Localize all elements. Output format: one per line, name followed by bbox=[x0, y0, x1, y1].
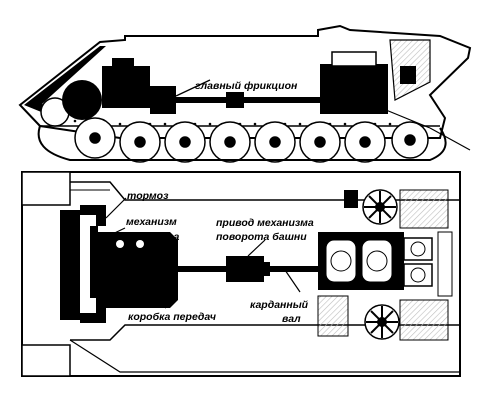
road-wheels bbox=[40, 97, 429, 163]
label-gearbox: коробка передач bbox=[128, 311, 216, 323]
gearbox-top bbox=[98, 232, 178, 308]
label-steering-mechanism-line1: механизм bbox=[126, 216, 177, 228]
label-turret-drive-line2: поворота башни bbox=[216, 231, 307, 243]
radiator-bottom bbox=[399, 299, 449, 341]
label-steering-mechanism-line2: поворота bbox=[126, 231, 179, 243]
engine-side bbox=[320, 64, 388, 114]
side-view: главный фрикцион bbox=[18, 24, 472, 163]
label-brake: тормоз bbox=[127, 190, 169, 202]
label-driveshaft-line2: вал bbox=[282, 313, 301, 325]
track bbox=[37, 125, 447, 161]
brake-top bbox=[96, 210, 106, 226]
turret-drive-unit bbox=[226, 256, 264, 282]
label-turret-drive-line1: привод механизма bbox=[216, 217, 314, 229]
steering-cross-shaft bbox=[90, 226, 98, 298]
label-main-clutch: главный фрикцион bbox=[195, 80, 298, 92]
label-driveshaft-line1: карданный bbox=[250, 299, 309, 311]
gearbox-side bbox=[150, 86, 176, 114]
sponson-bottom bbox=[70, 324, 460, 341]
front-lower-plate bbox=[69, 339, 460, 373]
fan-top bbox=[362, 189, 398, 225]
leader-lines bbox=[99, 197, 301, 309]
steering-unit-side bbox=[102, 66, 150, 108]
sponson-top bbox=[70, 181, 460, 201]
radiator-top bbox=[399, 189, 449, 229]
final-drive-left bbox=[60, 210, 80, 320]
driveshaft-side bbox=[176, 97, 326, 103]
top-view: тормоз механизм поворота привод механизм… bbox=[21, 171, 461, 377]
fan-bottom bbox=[364, 304, 400, 340]
leader-main-clutch bbox=[175, 79, 211, 97]
front-sprocket bbox=[62, 80, 102, 120]
